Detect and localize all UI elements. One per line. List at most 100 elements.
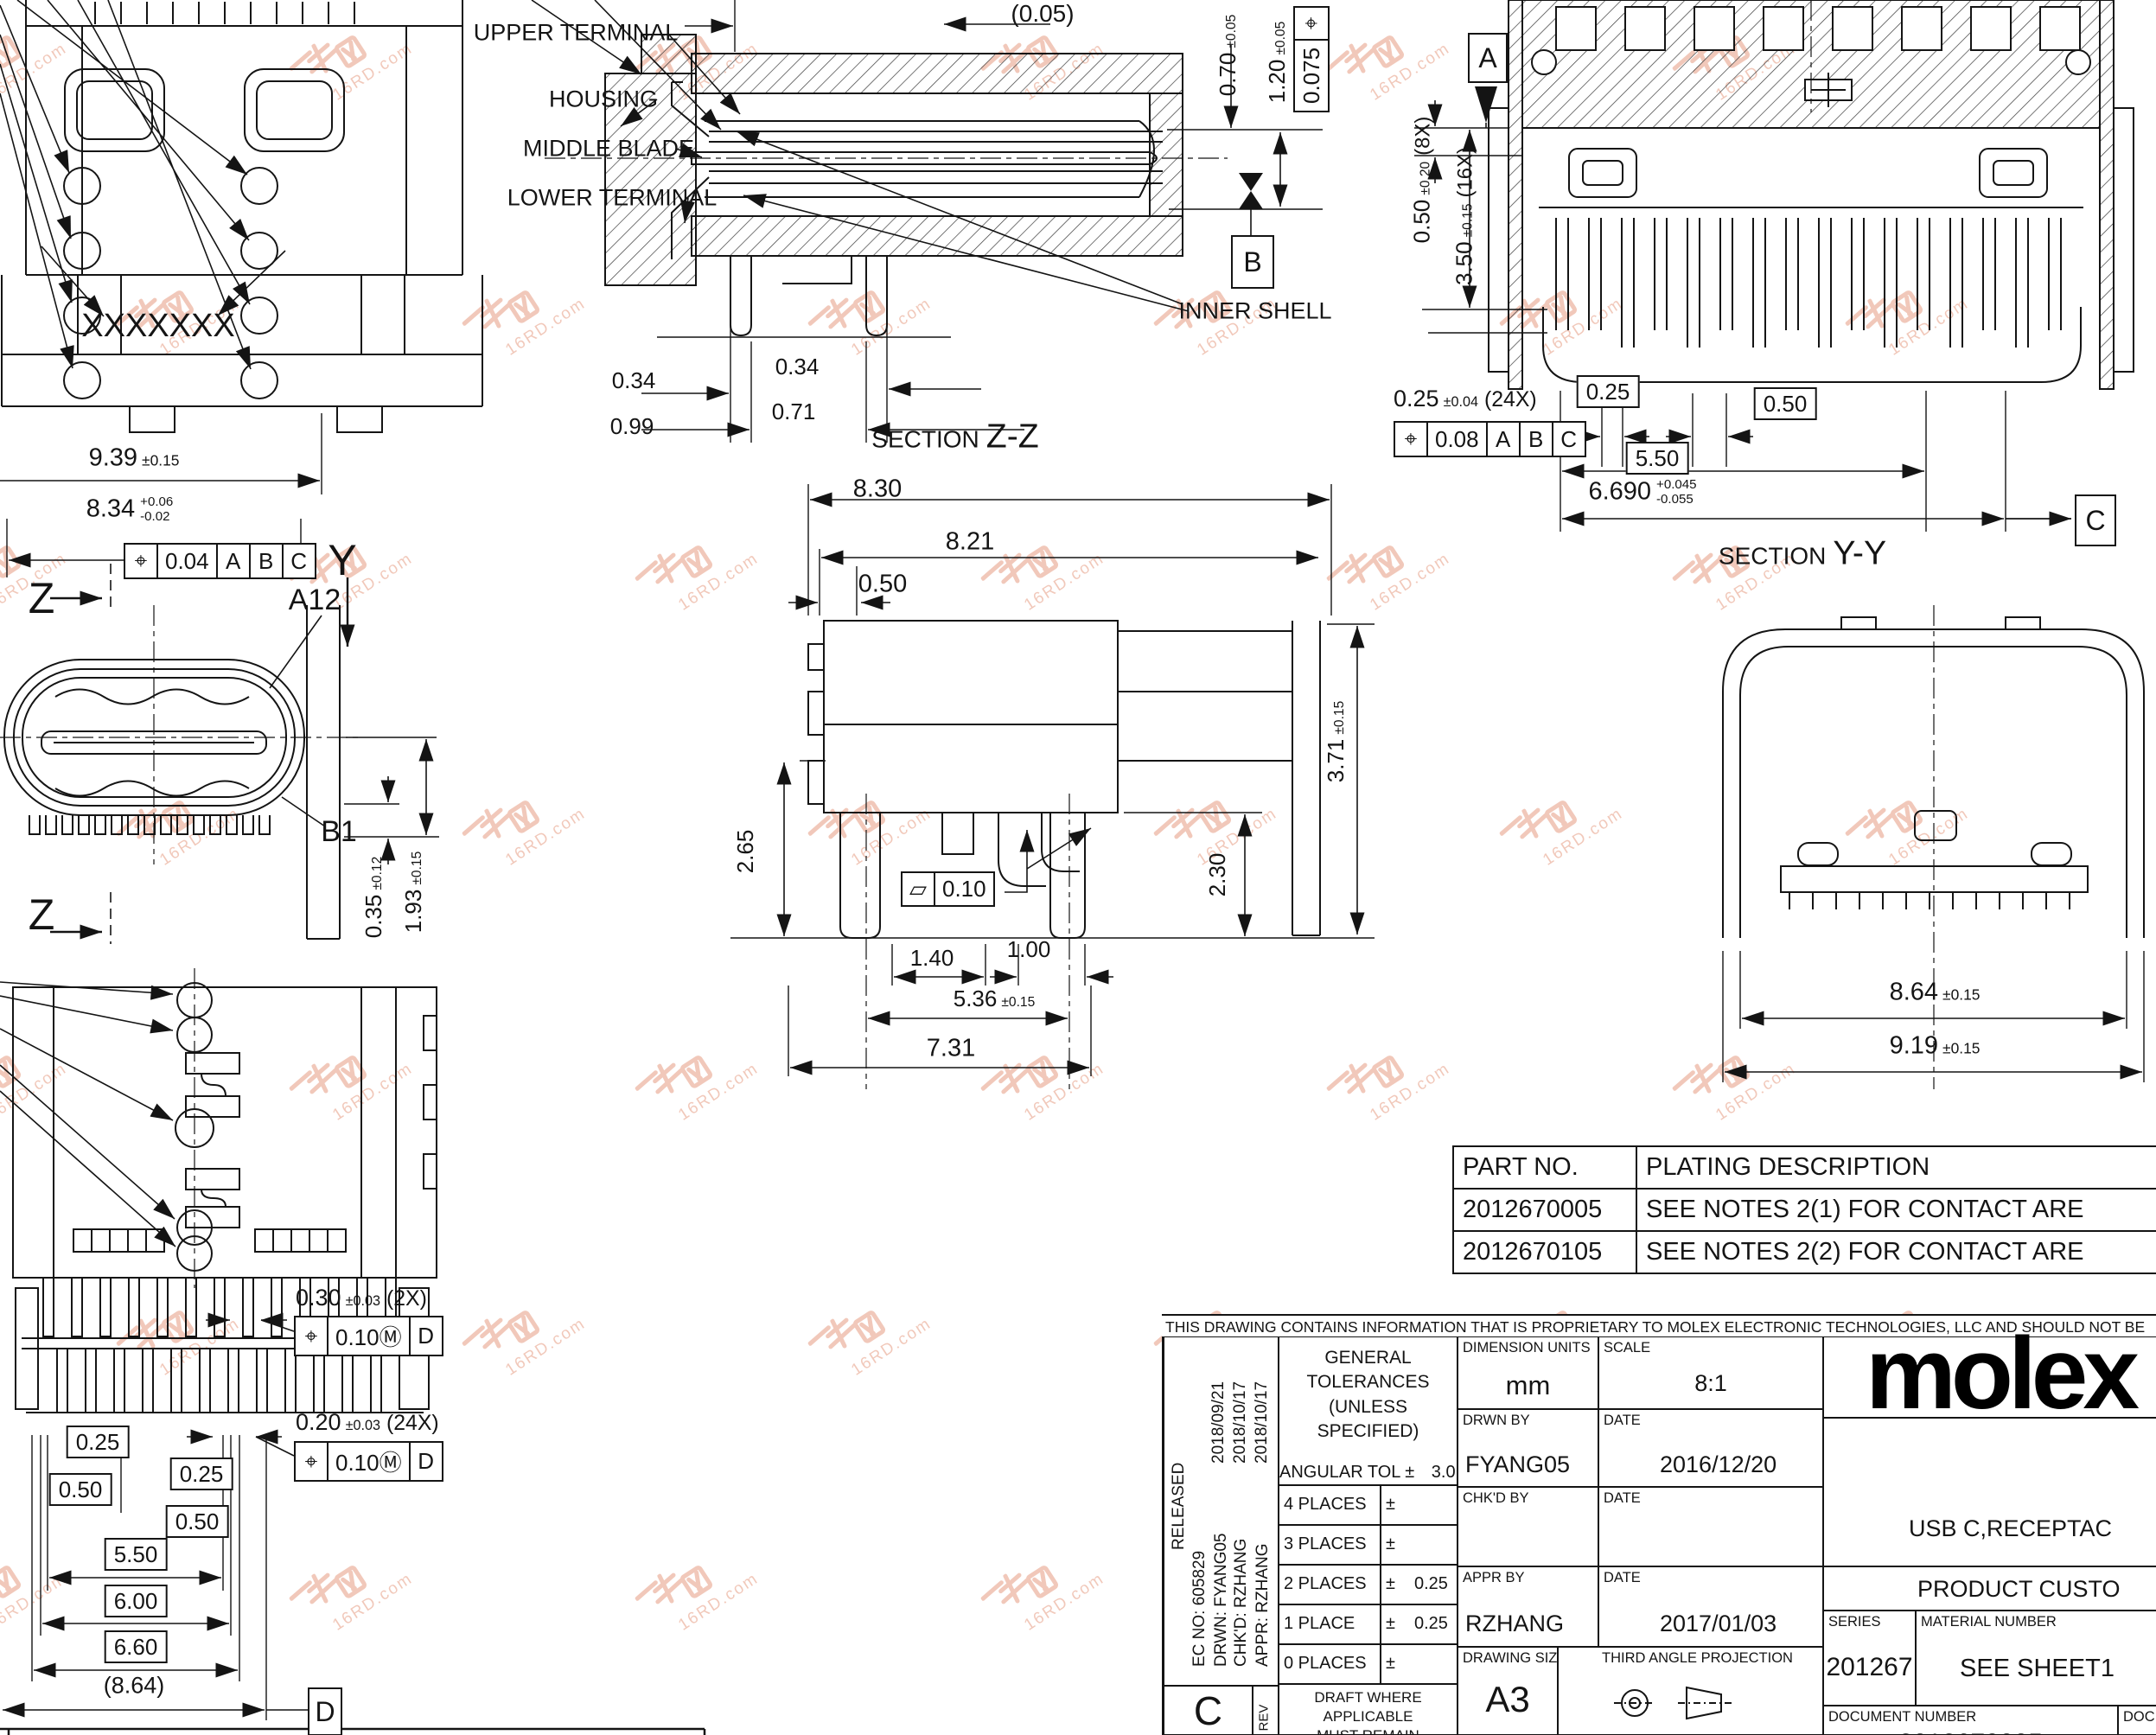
plating-table: PART NO. PLATING DESCRIPTION 2012670005 …: [1452, 1145, 2156, 1274]
label-b1: B1: [321, 815, 357, 848]
fcf-cell: A: [1485, 423, 1519, 456]
view-mating-face: [0, 605, 439, 940]
drwn-by-label: DRWN BY: [1463, 1413, 1530, 1428]
fcf-cell: ⌖: [1404, 425, 1418, 451]
draft-note-2: MUST REMAIN: [1279, 1726, 1457, 1734]
dim-0-99: 0.99: [609, 413, 654, 439]
label-a12: A12: [288, 584, 341, 616]
fcf-cell: 0.10: [934, 873, 993, 905]
label-middle-blade: MIDDLE BLADE: [522, 135, 695, 162]
fcf-cell: ⌖: [1295, 7, 1328, 41]
fcf-cell: 0.04: [156, 545, 216, 577]
dim-8-30: 8.30: [852, 475, 903, 503]
ec-no: EC NO: 605829: [1190, 1550, 1209, 1667]
tol-row-label: 3 PLACES: [1284, 1534, 1367, 1553]
label-section-z-top: Z: [28, 574, 55, 622]
dim-5-50-yy: 5.50: [1625, 442, 1689, 475]
chkd-by-label: CHK'D BY: [1463, 1490, 1529, 1506]
appr-date-value: 2017/01/03: [1660, 1611, 1777, 1636]
plating-desc-1: SEE NOTES 2(1) FOR CONTACT ARE: [1646, 1196, 2084, 1223]
tol-row-pm: ±: [1386, 1495, 1395, 1514]
dim-0-25-b: 0.25: [169, 1458, 233, 1490]
tol-row-val: 0.25: [1414, 1574, 1448, 1593]
draft-note-1: DRAFT WHERE APPLICABLE: [1314, 1689, 1422, 1725]
fcf-cell: 0.10Ⓜ: [327, 1317, 409, 1355]
document-number-label-cut: DOC: [2123, 1709, 2155, 1725]
fcf-cell: ⌖: [134, 547, 148, 573]
dim-6-60: 6.60: [104, 1630, 168, 1663]
label-section-z-bottom: Z: [28, 890, 55, 939]
dim-0-34-left: 0.34: [611, 367, 656, 393]
dim-1-00: 1.00: [1006, 936, 1051, 962]
fcf-cell: ⌖: [304, 1322, 318, 1349]
molex-logo: molex: [1866, 1317, 2140, 1431]
tol-row-pm: ±: [1386, 1574, 1395, 1593]
table-row: 2012670105 SEE NOTES 2(2) FOR CONTACT AR…: [1454, 1232, 2156, 1273]
dimension-units-value: mm: [1505, 1370, 1551, 1400]
scale-label: SCALE: [1604, 1340, 1651, 1355]
dim-0-30-2x: 0.30±0.03(2X): [296, 1285, 427, 1311]
title-block: RELEASED 2018/09/21 2018/10/17 2018/10/1…: [1162, 1317, 2156, 1735]
label-section-y-arrow: Y: [328, 536, 357, 584]
dim-0-25-a: 0.25: [66, 1426, 130, 1458]
label-inner-shell: INNER SHELL: [1178, 297, 1332, 324]
dim-0-50-yy: 0.50: [1753, 387, 1817, 420]
fcf-cell: B: [1518, 423, 1552, 456]
fcf-cell: B: [248, 545, 282, 577]
tol-row-label: 1 PLACE: [1284, 1614, 1355, 1633]
dim-9-39: 9.39±0.15: [88, 443, 180, 472]
material-number-value: SEE SHEET1: [1960, 1655, 2115, 1682]
fcf-cell: D: [408, 1317, 442, 1355]
dimension-units-label: DIMENSION UNITS: [1463, 1340, 1591, 1355]
view-side: [730, 484, 1375, 1089]
fcf-cell: A: [215, 545, 249, 577]
dim-0-05-ref: (0.05): [1011, 0, 1075, 27]
date-label: DATE: [1604, 1413, 1641, 1428]
tol-row-pm: ±: [1386, 1614, 1395, 1633]
view-footprint: [0, 0, 483, 944]
dim-7-31: 7.31: [926, 1034, 976, 1062]
fcf-cell: C: [1551, 423, 1585, 456]
col-plating-description: PLATING DESCRIPTION: [1646, 1153, 1930, 1181]
datum-b: B: [1231, 235, 1274, 289]
fcf-cell: 0.10Ⓜ: [327, 1443, 409, 1480]
projection-label: THIRD ANGLE PROJECTION: [1602, 1650, 1793, 1666]
rev-label: REV: [1256, 1704, 1272, 1732]
view-section-zz: [531, 0, 1323, 443]
rev-letter: C: [1193, 1687, 1223, 1733]
product-custom: PRODUCT CUSTO: [1917, 1576, 2121, 1602]
dim-6-00: 6.00: [104, 1585, 168, 1617]
dim-5-50-left: 5.50: [104, 1538, 168, 1571]
series-label: SERIES: [1828, 1614, 1881, 1630]
datum-c: C: [2075, 494, 2116, 546]
dim-8-21: 8.21: [945, 527, 995, 556]
drawing-size-value: A3: [1485, 1679, 1530, 1719]
dim-0-50-c: 0.50: [858, 570, 908, 598]
fcf-cell: D: [408, 1443, 442, 1480]
part-no-1: 2012670005: [1454, 1190, 1637, 1230]
dim-0-20-24x: 0.20±0.03(24X): [296, 1409, 439, 1436]
fcf-cell: ⌖: [304, 1447, 318, 1474]
plating-desc-2: SEE NOTES 2(2) FOR CONTACT ARE: [1646, 1238, 2084, 1266]
appr-by-value: RZHANG: [1465, 1611, 1564, 1636]
datum-d: D: [308, 1687, 342, 1735]
dim-2-30: 2.30: [1204, 852, 1230, 897]
label-housing: HOUSING: [548, 86, 659, 112]
angular-tol-value: 3.0: [1431, 1463, 1456, 1483]
label-lower-terminal: LOWER TERMINAL: [507, 184, 718, 211]
fcf-cell: 0.08: [1426, 423, 1486, 456]
series-value: 201267: [1826, 1653, 1913, 1681]
material-number-label: MATERIAL NUMBER: [1921, 1614, 2057, 1630]
third-angle-projection-icon: [1614, 1686, 1732, 1720]
dim-6-690: 6.690+0.045-0.055: [1588, 477, 1697, 507]
plating-table-header: PART NO. PLATING DESCRIPTION: [1454, 1147, 2156, 1190]
released-stamp: RELEASED: [1170, 1462, 1188, 1550]
view-elevation: [1722, 605, 2145, 1089]
dim-0-70: 0.70±0.05: [1215, 14, 1241, 97]
document-number-value: 2012670005: [1824, 1729, 2117, 1734]
datum-a: A: [1468, 33, 1508, 83]
